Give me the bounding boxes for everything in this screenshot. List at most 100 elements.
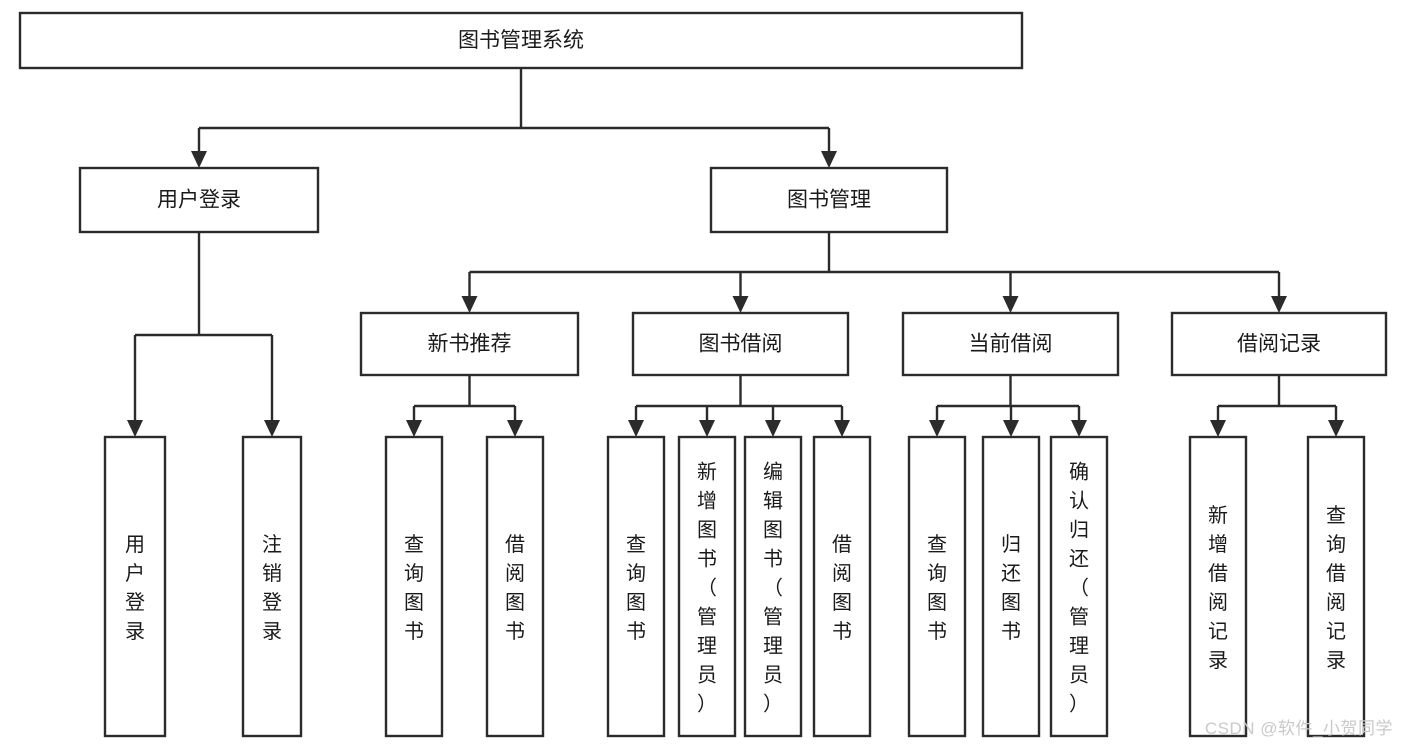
node-leaf-borrow-book-borrow-rect[interactable] (812, 435, 872, 738)
node-borrow-record-label: 借阅记录 (1237, 333, 1321, 356)
node-leaf-query-book-current-label-char: 书 (927, 620, 947, 643)
csdn-watermark: CSDN @软件_小贺同学 (1204, 719, 1393, 738)
node-leaf-confirm-return-label-char: 归 (1069, 519, 1089, 542)
arrow-head-icon (834, 420, 850, 437)
node-leaf-add-borrow-record-label-char: 录 (1208, 650, 1228, 672)
node-leaf-add-borrow-record-label-char: 记 (1208, 620, 1228, 643)
node-leaf-confirm-return-label-char: ） (1069, 693, 1089, 716)
node-leaf-borrow-book-rec-rect[interactable] (485, 435, 545, 738)
node-leaf-query-book-borrow-label-char: 书 (626, 620, 646, 643)
node-root-system-rect[interactable] (18, 11, 1024, 70)
node-leaf-confirm-return-rect[interactable] (1049, 435, 1109, 738)
node-new-book-recommend-rect[interactable] (359, 311, 580, 377)
node-current-borrow[interactable]: 当前借阅 (901, 311, 1120, 377)
node-leaf-edit-book-admin-label-char: （ (763, 577, 783, 600)
node-book-borrow[interactable]: 图书借阅 (631, 311, 850, 377)
node-leaf-add-book-admin-label-char: ） (697, 693, 717, 716)
node-leaf-add-book-admin-rect[interactable] (677, 435, 737, 738)
node-leaf-borrow-book-borrow-label-char: 图 (832, 592, 852, 614)
node-leaf-borrow-book-rec-label-char: 借 (505, 533, 525, 556)
node-book-borrow-label: 图书借阅 (699, 333, 783, 356)
node-leaf-query-borrow-record-label-char: 阅 (1326, 591, 1346, 614)
node-book-management-rect[interactable] (709, 166, 949, 234)
node-leaf-query-book-current-rect[interactable] (907, 435, 967, 738)
node-leaf-query-book-current-label-char: 查 (927, 533, 947, 556)
node-leaf-add-borrow-record-rect[interactable] (1188, 435, 1248, 738)
node-leaf-user-login-label-char: 录 (125, 621, 145, 643)
node-leaf-logout-label-char: 注 (262, 533, 282, 556)
node-leaf-logout-rect[interactable] (241, 435, 303, 738)
node-user-login-label: 用户登录 (157, 189, 241, 212)
node-new-book-recommend[interactable]: 新书推荐 (359, 311, 580, 377)
node-book-borrow-rect[interactable] (631, 311, 850, 377)
node-book-management[interactable]: 图书管理 (709, 166, 949, 234)
node-book-management-label: 图书管理 (787, 189, 871, 212)
node-leaf-query-borrow-record-label-char: 录 (1326, 650, 1346, 672)
node-leaf-confirm-return-label-char: 管 (1069, 606, 1089, 629)
node-root-system[interactable]: 图书管理系统 (18, 11, 1024, 70)
node-leaf-edit-book-admin-label-char: 辑 (763, 490, 783, 513)
node-boxes-group: 图书管理系统用户登录图书管理新书推荐图书借阅当前借阅借阅记录用户登录注销登录查询… (18, 11, 1388, 738)
arrow-head-icon (127, 420, 143, 437)
node-leaf-return-book-rect[interactable] (981, 435, 1041, 738)
node-leaf-edit-book-admin-label-char: 理 (763, 636, 783, 658)
node-leaf-logout-label-char: 登 (262, 591, 282, 614)
arrow-head-icon (1328, 420, 1344, 437)
node-leaf-query-borrow-record-label-char: 借 (1326, 562, 1346, 585)
node-user-login[interactable]: 用户登录 (78, 166, 320, 234)
node-root-system-label: 图书管理系统 (458, 29, 584, 52)
arrow-head-icon (264, 420, 280, 437)
node-leaf-query-book-rec-rect[interactable] (384, 435, 444, 738)
node-leaf-user-login-rect[interactable] (103, 435, 167, 738)
node-user-login-rect[interactable] (78, 166, 320, 234)
node-leaf-query-borrow-record-rect[interactable] (1306, 435, 1366, 738)
arrow-head-icon (191, 151, 207, 168)
node-borrow-record[interactable]: 借阅记录 (1170, 311, 1388, 377)
node-leaf-query-book-borrow-label-char: 图 (626, 592, 646, 614)
arrow-head-icon (699, 420, 715, 437)
node-leaf-borrow-book-borrow-label-char: 借 (832, 533, 852, 556)
node-leaf-query-book-current-label-char: 询 (927, 562, 947, 585)
node-leaf-borrow-book-rec-label-char: 图 (505, 592, 525, 614)
arrow-head-icon (406, 420, 422, 437)
arrow-head-icon (507, 420, 523, 437)
node-leaf-logout-label-char: 录 (262, 621, 282, 643)
arrow-head-icon (1271, 296, 1287, 313)
arrow-head-icon (628, 420, 644, 437)
arrow-head-icon (929, 420, 945, 437)
node-leaf-edit-book-admin-rect[interactable] (743, 435, 803, 738)
node-leaf-user-login-label-char: 户 (125, 562, 145, 585)
node-leaf-query-book-borrow-label-char: 查 (626, 533, 646, 556)
arrow-head-icon (765, 420, 781, 437)
connector-lines-group (127, 68, 1344, 437)
node-leaf-confirm-return-label-char: 员 (1069, 665, 1089, 687)
node-leaf-query-book-borrow-rect[interactable] (606, 435, 666, 738)
node-leaf-user-login-label-char: 用 (125, 534, 145, 556)
arrow-head-icon (1002, 296, 1019, 313)
node-leaf-query-book-rec-label-char: 查 (404, 533, 424, 556)
arrow-head-icon (732, 296, 749, 313)
node-leaf-user-login[interactable]: 用户登录 (103, 435, 167, 738)
node-current-borrow-label: 当前借阅 (969, 333, 1053, 356)
node-leaf-add-book-admin-label-char: 新 (697, 461, 717, 484)
node-leaf-add-borrow-record-label-char: 新 (1208, 504, 1228, 527)
node-borrow-record-rect[interactable] (1170, 311, 1388, 377)
node-leaf-add-book-admin-label-char: 管 (697, 606, 717, 629)
node-current-borrow-rect[interactable] (901, 311, 1120, 377)
node-leaf-query-book-rec-label-char: 询 (404, 562, 424, 585)
node-leaf-edit-book-admin-label-char: ） (763, 693, 783, 716)
node-leaf-confirm-return-label-char: 理 (1069, 636, 1089, 658)
node-leaf-confirm-return-label-char: 认 (1069, 490, 1089, 513)
